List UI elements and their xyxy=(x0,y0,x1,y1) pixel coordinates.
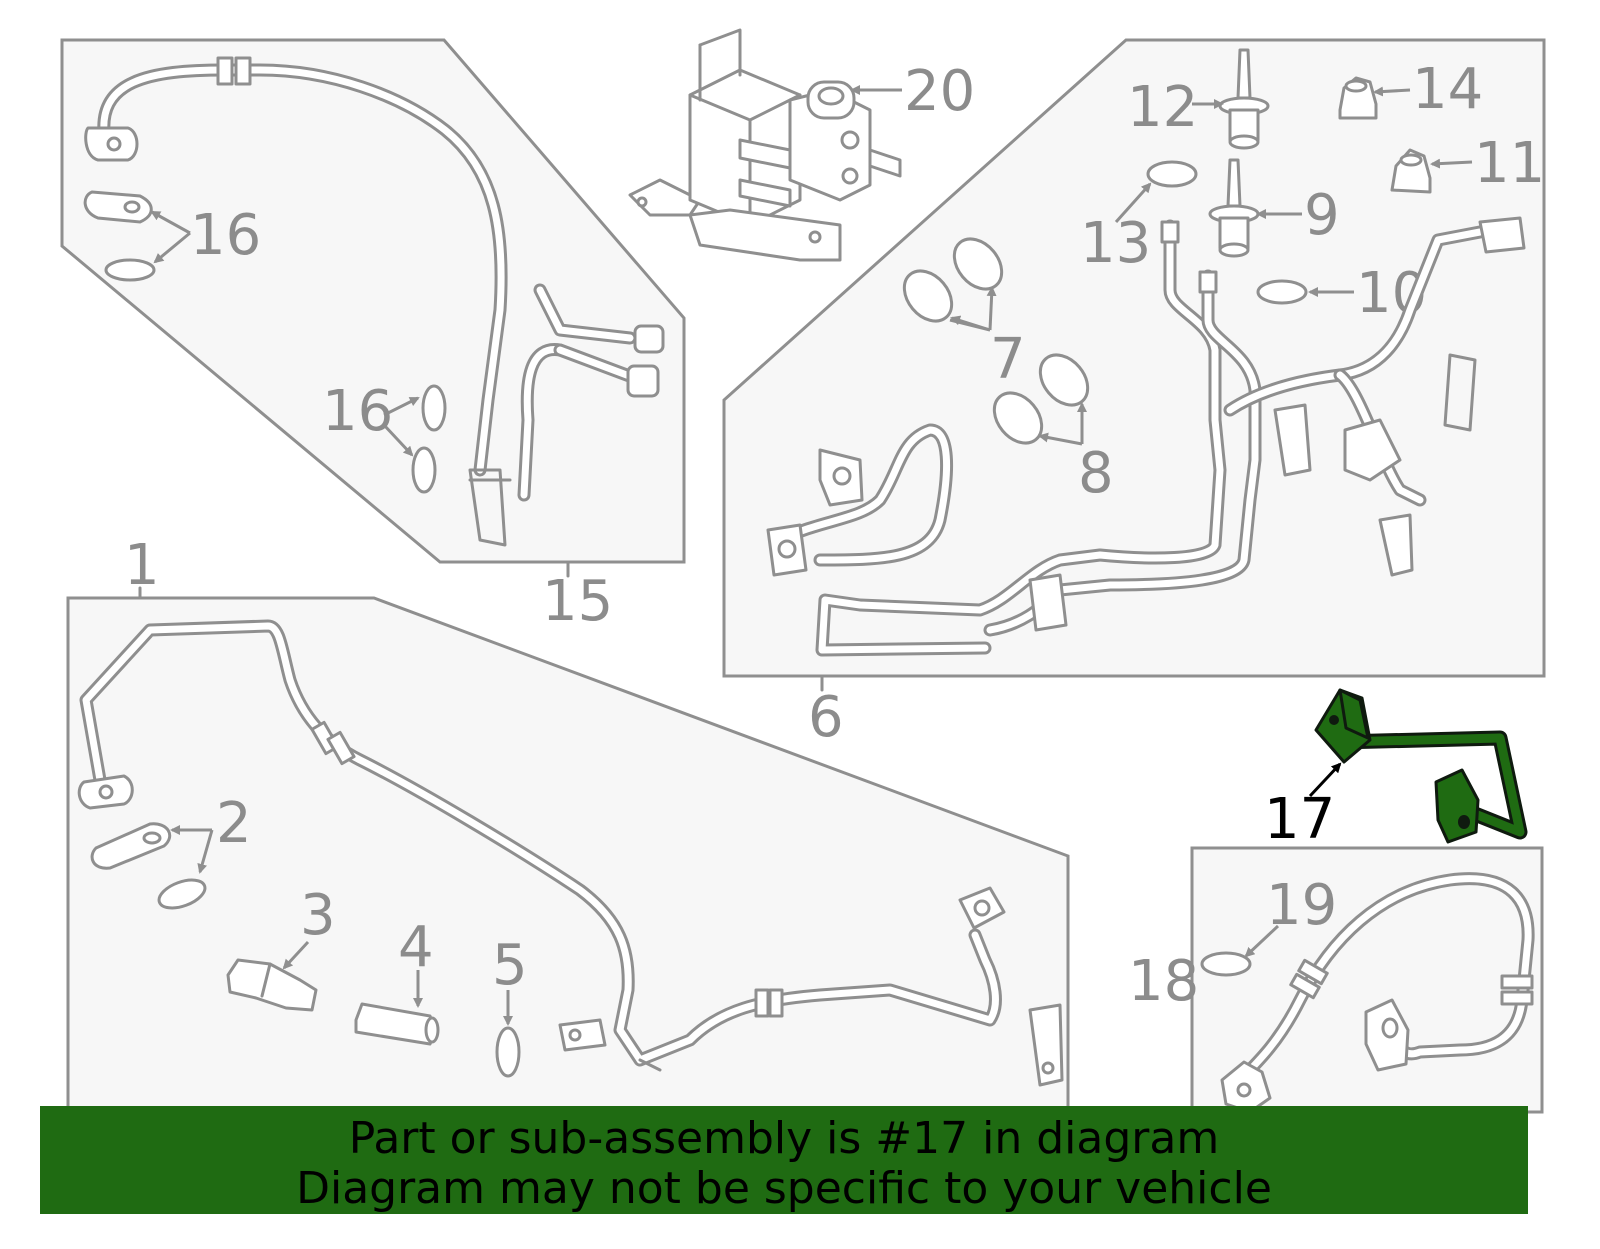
part-20-valve: 20 xyxy=(628,28,975,262)
callout-12: 12 xyxy=(1127,75,1198,140)
callout-3: 3 xyxy=(300,883,336,948)
hose-15 xyxy=(84,56,665,547)
banner-line-1: Part or sub-assembly is #17 in diagram xyxy=(348,1113,1220,1164)
callout-19: 19 xyxy=(1266,873,1337,938)
o-ring-19: 19 xyxy=(1200,873,1337,977)
tube-assembly-6 xyxy=(766,216,1526,657)
callout-5: 5 xyxy=(492,933,528,998)
o-rings-2: 2 xyxy=(90,791,252,910)
banner-line-2: Diagram may not be specific to your vehi… xyxy=(296,1163,1272,1214)
panel-18: 18 19 xyxy=(1128,846,1544,1114)
o-ring-5: 5 xyxy=(492,933,528,1078)
callout-11: 11 xyxy=(1474,131,1545,196)
info-banner: Part or sub-assembly is #17 in diagram D… xyxy=(40,1106,1528,1214)
callout-14: 14 xyxy=(1412,57,1483,122)
callout-7: 7 xyxy=(990,327,1026,392)
callout-15: 15 xyxy=(542,569,613,634)
callout-4: 4 xyxy=(398,915,434,980)
panel-1: 1 2 xyxy=(66,533,1070,1116)
sensor-3: 3 xyxy=(226,883,336,1012)
hose-1 xyxy=(77,619,1064,1087)
panel-15: 16 16 15 xyxy=(60,38,686,634)
valve-core-4: 4 xyxy=(354,915,440,1046)
callout-8: 8 xyxy=(1078,441,1114,506)
bolt-9: 9 xyxy=(1208,158,1340,258)
callout-6: 6 xyxy=(808,685,844,750)
nut-14: 14 xyxy=(1338,57,1483,122)
o-rings-7: 7 xyxy=(902,237,1026,392)
o-rings-8: 8 xyxy=(992,353,1114,506)
nut-11: 11 xyxy=(1390,131,1545,196)
callout-17: 17 xyxy=(1264,787,1335,852)
panel-6: 12 14 11 13 9 xyxy=(722,38,1546,750)
o-rings-16-upper: 16 xyxy=(83,190,261,282)
bolt-12: 12 xyxy=(1127,48,1270,150)
callout-16-lower: 16 xyxy=(322,379,393,444)
callout-1: 1 xyxy=(124,533,160,598)
hose-18 xyxy=(1220,872,1535,1114)
callout-18: 18 xyxy=(1128,949,1199,1014)
callout-13: 13 xyxy=(1080,211,1151,276)
o-rings-16-lower: 16 xyxy=(322,379,447,494)
callout-20: 20 xyxy=(904,59,975,124)
o-ring-13: 13 xyxy=(1080,160,1198,276)
callout-16-upper: 16 xyxy=(190,203,261,268)
callout-2: 2 xyxy=(216,791,252,856)
callout-9: 9 xyxy=(1304,183,1340,248)
part-17-highlighted[interactable]: 17 xyxy=(1264,688,1528,852)
